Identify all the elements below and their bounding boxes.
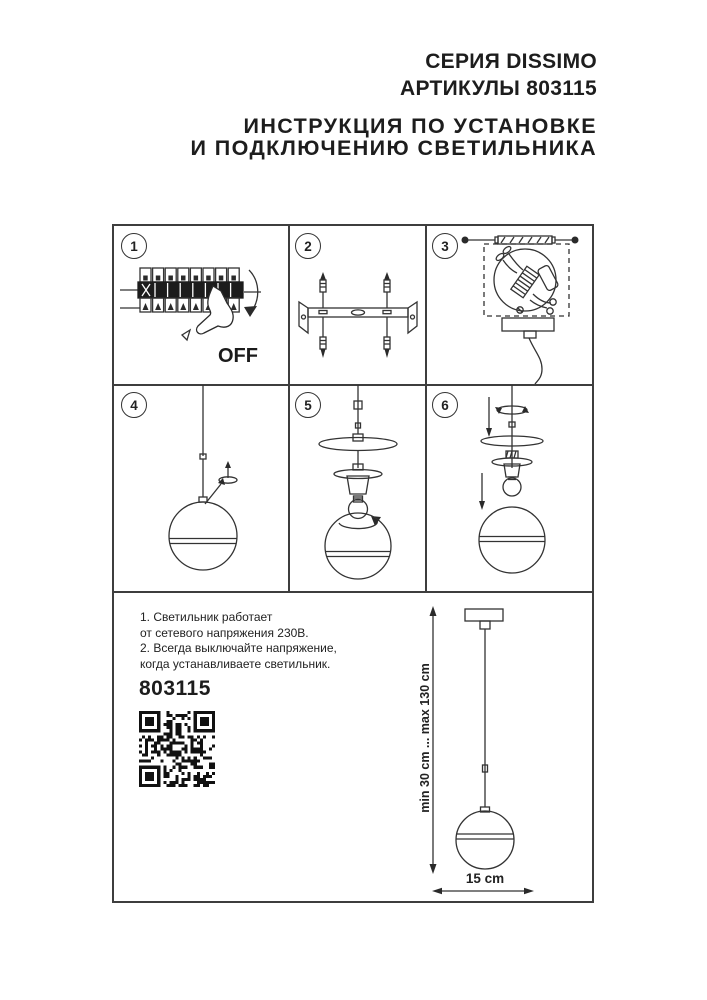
decorative-disc xyxy=(318,436,398,452)
note-line-1: 1. Светильник работает xyxy=(140,610,273,624)
article-number: 803115 xyxy=(139,677,211,700)
mounting-bracket-icon xyxy=(298,272,418,358)
instruction-title-line2: И ПОДКЛЮЧЕНИЮ СВЕТИЛЬНИКА xyxy=(190,136,597,160)
step-4-cell: 4 xyxy=(114,385,288,591)
step-3-cell: 3 xyxy=(425,226,592,384)
step-6-cell: 6 xyxy=(425,385,592,591)
unscrew-rotation-icon xyxy=(204,461,238,505)
note-line-4: когда устанавливаете светильник. xyxy=(140,656,331,671)
pendant-unscrew-icon xyxy=(168,385,238,571)
globe-attach-icon xyxy=(478,385,546,574)
glass-globe xyxy=(478,506,546,574)
step-1-number: 1 xyxy=(121,233,147,259)
safety-notes: 1. Светильник работает от сетевого напря… xyxy=(140,610,337,672)
ceiling-canopy xyxy=(464,608,504,622)
note-line-3: 2. Всегда выключайте напряжение, xyxy=(140,641,337,655)
decorative-disc xyxy=(480,435,544,447)
screw-left xyxy=(319,272,327,358)
grid-vline-1 xyxy=(288,226,290,591)
step-4-number: 4 xyxy=(121,392,147,418)
wiring-connection-icon xyxy=(461,235,579,384)
socket-cup xyxy=(503,463,521,478)
step-2-number: 2 xyxy=(295,233,321,259)
series-title: СЕРИЯ DISSIMO xyxy=(425,50,597,73)
dimensions-diagram xyxy=(429,606,534,895)
light-bulb xyxy=(502,477,522,497)
steps-frame: OFF 1 xyxy=(112,224,594,903)
glass-globe xyxy=(324,512,392,580)
step-1-cell: OFF 1 xyxy=(114,226,288,384)
qr-code xyxy=(139,711,215,787)
ceiling-canopy xyxy=(501,317,555,332)
off-label: OFF xyxy=(218,345,258,367)
step-2-cell: 2 xyxy=(288,226,425,384)
grid-vline-2 xyxy=(425,226,427,591)
height-dimension-arrow xyxy=(429,606,437,874)
glass-globe xyxy=(455,810,515,870)
glass-globe xyxy=(168,501,238,571)
grid-hline-1 xyxy=(114,384,592,386)
bulb-install-icon xyxy=(318,385,398,580)
width-dimension-label: 15 cm xyxy=(465,871,505,886)
width-dimension-arrow xyxy=(432,887,534,895)
rotate-down-arrow-icon xyxy=(248,269,259,312)
step-6-number: 6 xyxy=(432,392,458,418)
terminal-block xyxy=(509,265,541,299)
bracket-plate xyxy=(298,300,418,335)
power-cable xyxy=(528,337,543,384)
articles-title: АРТИКУЛЫ 803115 xyxy=(400,77,597,100)
side-screw-right xyxy=(571,236,579,244)
circuit-breaker-off-icon: OFF xyxy=(120,267,261,367)
step-5-cell: 5 xyxy=(288,385,425,591)
light-bulb xyxy=(347,498,369,520)
pressing-finger-icon xyxy=(195,285,234,335)
step-3-number: 3 xyxy=(432,233,458,259)
instruction-title-line1: ИНСТРУКЦИЯ ПО УСТАНОВКЕ xyxy=(243,114,597,138)
socket-cup xyxy=(346,475,370,495)
screw-right xyxy=(383,272,391,358)
screw-bulb-rotation-arrow xyxy=(338,520,378,530)
step-5-number: 5 xyxy=(295,392,321,418)
page-header: СЕРИЯ DISSIMO АРТИКУЛЫ 803115 ИНСТРУКЦИЯ… xyxy=(191,48,597,159)
note-line-2: от сетевого напряжения 230В. xyxy=(140,625,309,640)
side-screw-left xyxy=(461,236,469,244)
grid-hline-2 xyxy=(114,591,592,593)
height-dimension-label: min 30 cm ... max 130 cm xyxy=(418,663,432,813)
info-section: 1. Светильник работает от сетевого напря… xyxy=(114,593,592,901)
